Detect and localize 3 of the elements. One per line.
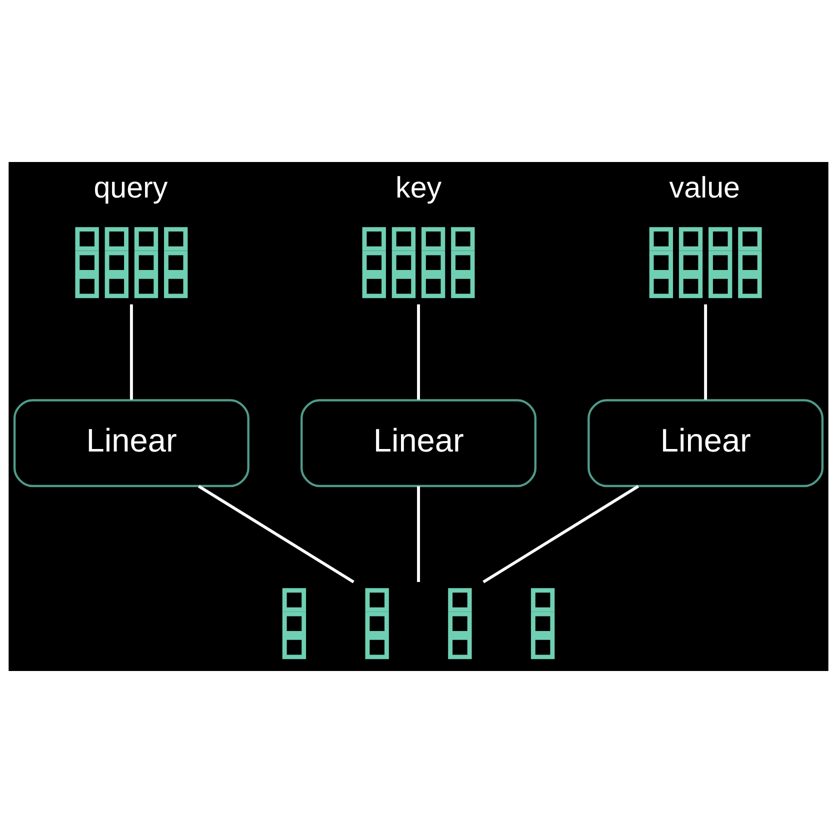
node-label: value bbox=[669, 171, 740, 204]
node-label: query bbox=[94, 171, 168, 204]
node-label: key bbox=[396, 171, 442, 204]
